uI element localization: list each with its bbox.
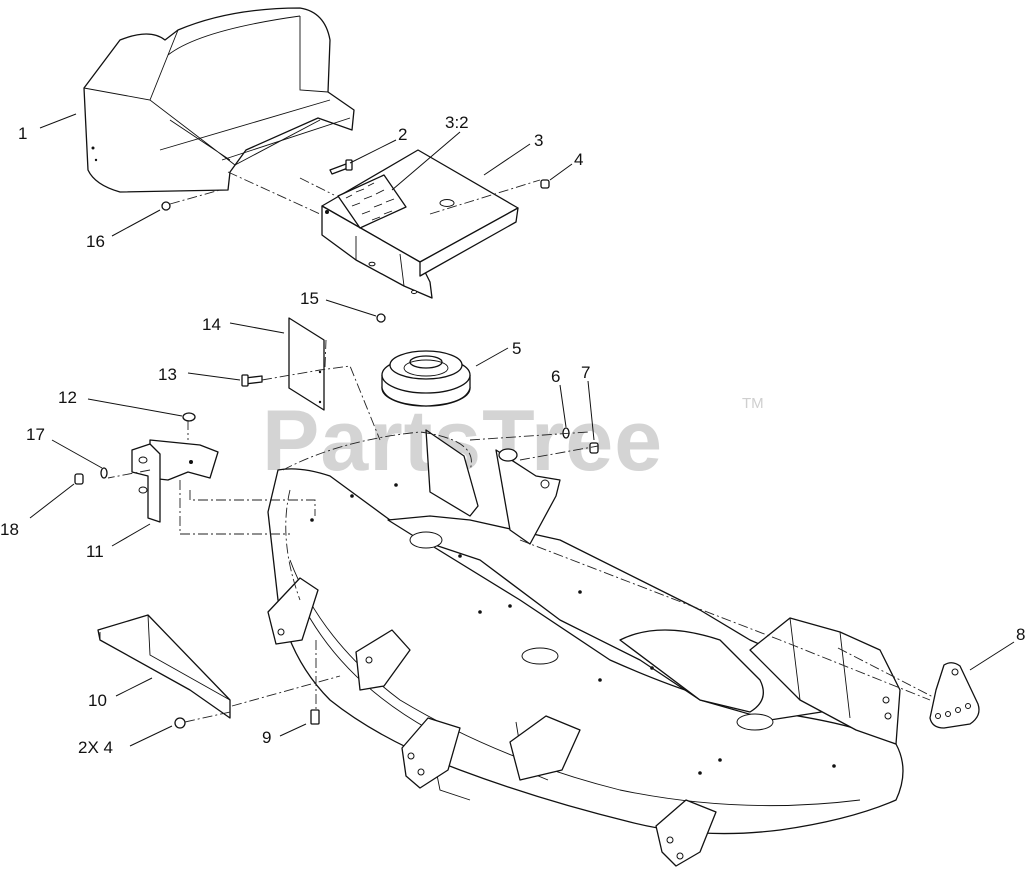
- callout-8: 8: [1016, 625, 1025, 644]
- part-1-deflector[interactable]: [83, 7, 355, 193]
- watermark-trademark: TM: [742, 395, 764, 412]
- hardware-nut-2x4[interactable]: [174, 717, 186, 729]
- part-10-rail[interactable]: [97, 614, 231, 719]
- callout-6: 6: [551, 367, 560, 386]
- idler-mount[interactable]: [425, 429, 561, 545]
- callout-17: 17: [26, 425, 45, 444]
- callout-5: 5: [512, 339, 521, 358]
- part-3-mount-bracket[interactable]: [321, 149, 519, 299]
- callout-2x4: 2X 4: [78, 738, 113, 757]
- callout-10: 10: [88, 691, 107, 710]
- part-5-pulley[interactable]: [381, 350, 471, 407]
- callout-18: 18: [0, 520, 19, 539]
- callout-3: 3: [534, 131, 543, 150]
- callout-1: 1: [18, 124, 27, 143]
- part-8-adjuster-plate[interactable]: [929, 662, 980, 729]
- part-14-plate[interactable]: [288, 317, 325, 411]
- callout-3-2: 3:2: [445, 113, 469, 132]
- callout-labels: 1 2 3:2 3 4 16 15 14 5 13 6 7 12 17 18 1…: [0, 113, 1025, 757]
- part-3-2-decal[interactable]: [337, 174, 407, 229]
- leader-lines: [29, 113, 1015, 747]
- hardware-bolt-18[interactable]: [74, 473, 84, 485]
- deck-brackets[interactable]: [267, 577, 901, 867]
- callout-12: 12: [58, 388, 77, 407]
- hardware-nut-16[interactable]: [161, 201, 171, 211]
- callout-4: 4: [574, 150, 583, 169]
- hardware-nut-4[interactable]: [540, 179, 550, 189]
- callout-7: 7: [581, 363, 590, 382]
- callout-9: 9: [262, 728, 271, 747]
- hardware-nut-7[interactable]: [589, 442, 599, 454]
- hardware-washer-17[interactable]: [100, 467, 108, 479]
- callout-15: 15: [300, 289, 319, 308]
- hardware-bolt-15[interactable]: [376, 313, 386, 323]
- phantom-lines: [107, 171, 936, 723]
- callout-11: 11: [86, 542, 104, 561]
- callout-14: 14: [202, 315, 221, 334]
- hardware-bolt-13[interactable]: [241, 374, 263, 387]
- callout-16: 16: [86, 232, 105, 251]
- callout-13: 13: [158, 365, 177, 384]
- hardware-bolt-9[interactable]: [310, 709, 320, 725]
- callout-2: 2: [398, 125, 407, 144]
- part-11-bracket[interactable]: [131, 439, 219, 523]
- hardware-nut-12[interactable]: [182, 412, 196, 422]
- hardware-bolt-2[interactable]: [329, 159, 353, 175]
